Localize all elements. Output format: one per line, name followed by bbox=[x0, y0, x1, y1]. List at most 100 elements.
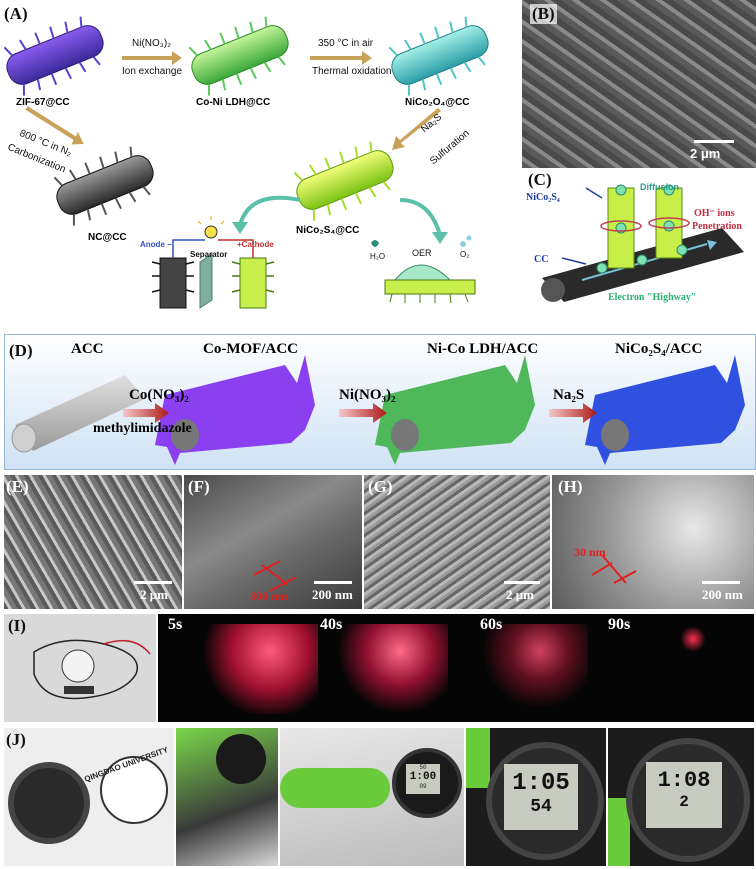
rod-nc bbox=[53, 146, 154, 226]
scale-text-e: 2 μm bbox=[140, 587, 168, 602]
label-d-step3-top: Na₂S bbox=[553, 387, 585, 403]
label-oh: OH⁻ ions bbox=[694, 208, 735, 219]
watch-3-top: 50 bbox=[419, 764, 427, 771]
glow-90s bbox=[678, 624, 708, 654]
label-cc: CC bbox=[534, 254, 549, 265]
measure-arrows-h bbox=[591, 554, 637, 584]
rod-ldh bbox=[188, 16, 289, 96]
measure-text-f: 300 nm bbox=[250, 589, 288, 603]
separator-label: Separator bbox=[190, 250, 228, 259]
glow-40s bbox=[328, 624, 448, 714]
panel-label-a: (A) bbox=[4, 4, 28, 23]
label-acc: ACC bbox=[71, 341, 104, 357]
step2-bottom: Thermal oxidation bbox=[312, 66, 392, 77]
green-glove-2 bbox=[466, 728, 490, 788]
oer-schematic bbox=[371, 235, 476, 304]
label-zif: ZIF-67@CC bbox=[16, 97, 70, 108]
panel-h: (H) 30 nm 200 nm bbox=[552, 475, 754, 609]
panel-label-g: (G) bbox=[368, 477, 393, 496]
scale-bar-h bbox=[702, 581, 740, 584]
scale-bar-g bbox=[504, 581, 540, 584]
label-d-step2-top: Ni(NO₃)₂ bbox=[339, 387, 396, 403]
watch-5-screen: 1:08 2 bbox=[646, 762, 722, 828]
arrow-ion-exchange bbox=[122, 51, 182, 65]
panel-d-illustration bbox=[11, 355, 745, 465]
droplet-icon bbox=[371, 240, 379, 247]
watch-3-screen: 50 1:00 09 bbox=[406, 764, 440, 794]
arrow-sulfuration bbox=[392, 108, 441, 150]
h2o-label: H₂O bbox=[370, 252, 386, 261]
arrow-d1 bbox=[123, 403, 169, 423]
panel-b: (B) 2 μm bbox=[522, 0, 756, 168]
measure-arrows-f bbox=[253, 560, 297, 592]
panel-label-f: (F) bbox=[188, 477, 210, 496]
scale-text-b: 2 μm bbox=[690, 146, 721, 161]
university-logo bbox=[100, 756, 168, 824]
panel-c-illustration bbox=[541, 184, 744, 302]
panel-j-1: (J) QINGDAO UNIVERSITY bbox=[4, 728, 174, 866]
panel-e: (E) 2 μm bbox=[4, 475, 182, 609]
label-d-nico2s4: NiCo₂S₄/ACC bbox=[615, 341, 703, 357]
label-nc: NC@CC bbox=[88, 232, 127, 243]
rod-nico2o4 bbox=[388, 16, 489, 96]
green-glove bbox=[280, 768, 390, 808]
arrow-d3 bbox=[549, 403, 597, 423]
label-highway: Electron "Highway" bbox=[608, 292, 697, 303]
scale-bar-e bbox=[134, 581, 172, 584]
panel-j-5: 1:08 2 bbox=[608, 728, 754, 866]
panel-g: (G) 2 μm bbox=[364, 475, 550, 609]
panel-c: (C) NiCo₂S₄ Diffusion OH⁻ ions Penetrati… bbox=[522, 168, 756, 312]
cathode-label: +Cathode bbox=[237, 240, 274, 249]
arrow-carbonization bbox=[25, 106, 84, 145]
label-nico2o4: NiCo₂O₄@CC bbox=[405, 97, 470, 108]
label-d-step1-bottom: methylimidazole bbox=[93, 421, 192, 436]
label-diffusion: Diffusion bbox=[640, 182, 679, 192]
arrow-d2 bbox=[339, 403, 387, 423]
step1-bottom: Ion exchange bbox=[122, 66, 183, 77]
oer-label: OER bbox=[412, 248, 432, 258]
anode-label: Anode − bbox=[140, 240, 172, 249]
measure-text-h: 30 nm bbox=[574, 545, 606, 559]
label-comof: Co-MOF/ACC bbox=[203, 341, 298, 357]
curved-arrow-left bbox=[238, 195, 301, 226]
label-d-step1-top: Co(NO₃)₂ bbox=[129, 387, 189, 403]
watch-4-time: 1:05 bbox=[512, 770, 570, 797]
label-nico2s4: NiCo₂S₄@CC bbox=[296, 225, 360, 236]
scale-text-h: 200 nm bbox=[702, 587, 743, 602]
scale-bar-f bbox=[314, 581, 352, 584]
curved-arrow-right bbox=[399, 198, 442, 236]
panel-label-e: (E) bbox=[6, 477, 29, 496]
panel-label-b: (B) bbox=[530, 4, 557, 24]
glow-60s bbox=[468, 624, 588, 714]
panel-d: (D) ACC Co-MOF/ACC Ni-Co LDH/ACC NiCo₂S₄… bbox=[4, 334, 756, 470]
step2-top: 350 °C in air bbox=[318, 38, 374, 49]
step1-top: Ni(NO₃)₂ bbox=[132, 38, 172, 49]
panel-i-dark: 5s 40s 60s 90s bbox=[158, 614, 754, 722]
watch-4-sec: 54 bbox=[530, 797, 552, 817]
label-nicoldh: Ni-Co LDH/ACC bbox=[427, 341, 539, 357]
watch-5-time: 1:08 bbox=[657, 768, 711, 793]
panel-j-4: 1:05 54 bbox=[466, 728, 606, 866]
scale-text-g: 2 μm bbox=[506, 587, 534, 602]
rod-nico2s4 bbox=[293, 141, 394, 221]
label-penetration: Penetration bbox=[692, 221, 742, 232]
panel-label-j: (J) bbox=[6, 730, 26, 749]
panel-label-i: (I) bbox=[8, 616, 26, 635]
panel-label-d: (D) bbox=[9, 341, 33, 360]
panel-i: (I) bbox=[4, 614, 156, 722]
green-glove-3 bbox=[608, 798, 630, 866]
watch-4-screen: 1:05 54 bbox=[504, 764, 578, 830]
panel-label-c: (C) bbox=[528, 170, 552, 189]
watch-3-sec: 09 bbox=[419, 783, 427, 790]
time-label-3: 60s bbox=[480, 616, 503, 633]
panel-a: (A) bbox=[0, 0, 520, 312]
watch-5-sec: 2 bbox=[679, 793, 689, 811]
panel-j-2 bbox=[176, 728, 278, 866]
watch-2 bbox=[216, 734, 266, 784]
circuit-photo bbox=[33, 639, 151, 700]
scale-text-f: 200 nm bbox=[312, 587, 353, 602]
time-label-1: 5s bbox=[168, 616, 183, 633]
time-label-2: 40s bbox=[320, 616, 343, 633]
rod-zif bbox=[3, 16, 104, 96]
label-ldh: Co-Ni LDH@CC bbox=[196, 97, 271, 108]
